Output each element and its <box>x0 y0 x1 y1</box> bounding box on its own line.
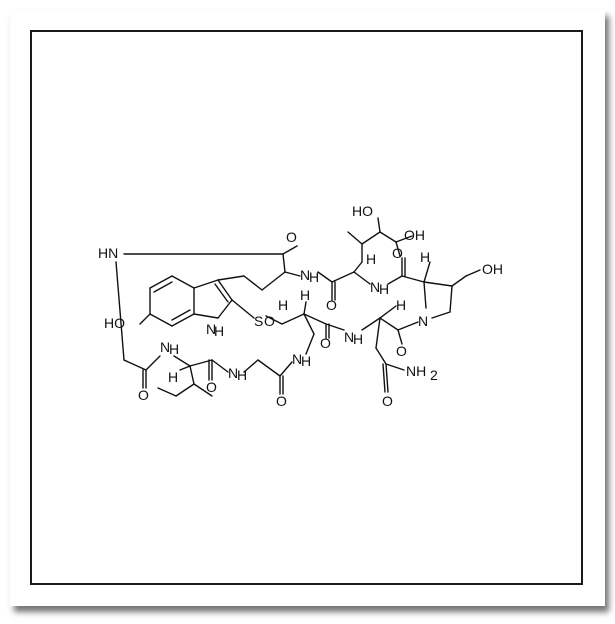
atom-label: N <box>300 267 310 283</box>
atom-label: O <box>320 335 331 351</box>
atom-label: H <box>214 323 224 339</box>
atom-label: H <box>420 249 430 265</box>
atom-label: H <box>168 369 178 385</box>
atom-label: OH <box>482 261 503 277</box>
atom-label: N <box>344 329 354 345</box>
atom-label: N <box>370 279 380 295</box>
atom-label: O <box>264 313 275 329</box>
atom-label: H <box>309 269 319 285</box>
atom-label: O <box>382 393 393 409</box>
atom-label: S <box>254 313 263 329</box>
atom-label: H <box>396 297 406 313</box>
atom-label: H <box>278 297 288 313</box>
atom-label: 2 <box>430 367 438 383</box>
atom-label: O <box>276 393 287 409</box>
atom-labels: HO OH O HN O N H H O N H H OH HO N H S O… <box>98 203 503 409</box>
atom-label: N <box>292 351 302 367</box>
figure-frame <box>30 30 583 585</box>
atom-label: HN <box>98 245 118 261</box>
atom-label: OH <box>404 227 425 243</box>
atom-label: O <box>206 379 217 395</box>
atom-label: HO <box>352 203 373 219</box>
atom-label: O <box>396 343 407 359</box>
atom-label: O <box>138 387 149 403</box>
atom-label: N <box>206 321 216 337</box>
atom-label: NH <box>406 363 426 379</box>
atom-label: H <box>300 287 310 303</box>
atom-label: O <box>286 229 297 245</box>
atom-label: N <box>418 313 428 329</box>
atom-label: H <box>366 251 376 267</box>
atom-label: O <box>326 297 337 313</box>
figure-card <box>10 10 605 606</box>
atom-label: H <box>353 331 363 347</box>
atom-label: H <box>379 281 389 297</box>
atom-label: N <box>160 339 170 355</box>
atom-label: N <box>228 365 238 381</box>
atom-label: H <box>237 367 247 383</box>
bond-lines <box>115 217 481 397</box>
atom-label: H <box>169 341 179 357</box>
atom-label: O <box>392 245 403 261</box>
atom-label: HO <box>104 315 125 331</box>
atom-label: H <box>301 353 311 369</box>
